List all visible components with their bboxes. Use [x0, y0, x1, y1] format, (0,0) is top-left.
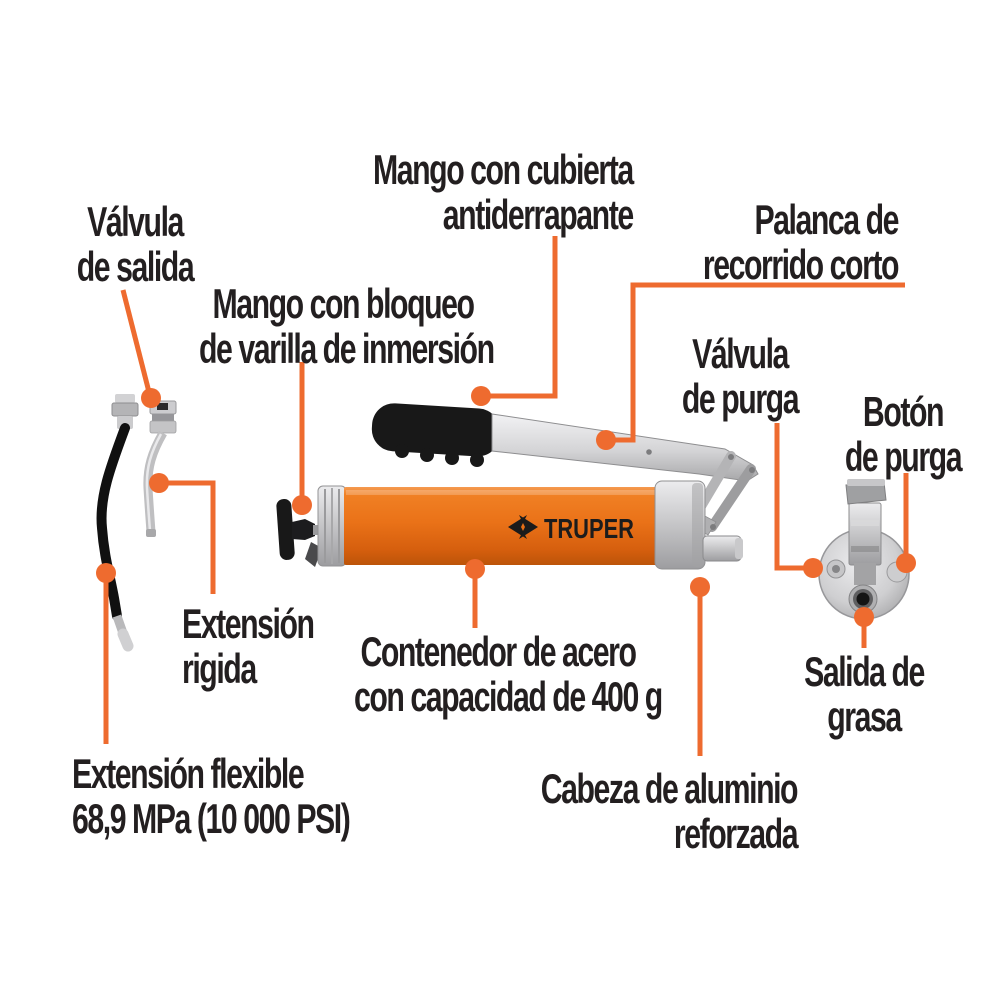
leader-palanca [610, 282, 905, 443]
leader-dot [596, 430, 616, 450]
label-line: Cabeza de aluminio [540, 765, 799, 812]
rigid-extension-illustration [143, 400, 177, 537]
leader-dot [690, 577, 710, 597]
flexible-hose-body [96, 423, 130, 621]
label-extension-rigida: Extensión rigida [182, 600, 315, 692]
steel-barrel [344, 487, 660, 565]
label-valvula-purga: Válvula de purga [596, 331, 884, 421]
truper-logo-icon [508, 515, 538, 539]
label-line: Válvula [692, 330, 789, 377]
leader-valvula-purga [774, 423, 810, 571]
plunger-t-handle [276, 498, 321, 560]
label-line: de varilla de inmersión [199, 325, 495, 372]
hose-top-fitting [115, 394, 135, 403]
leader-dot [803, 558, 823, 578]
label-line: Extensión [182, 600, 315, 647]
handle-grip [371, 403, 500, 467]
label-mango-cubierta: Mango con cubierta antiderrapante [373, 146, 634, 238]
label-line: Mango con cubierta [373, 146, 634, 193]
leader-dot [465, 559, 485, 579]
label-line: reforzada [673, 810, 799, 857]
leader-mango-cubierta [486, 236, 558, 399]
grease-gun-illustration: TRUPER [276, 403, 759, 570]
truper-logo: TRUPER [508, 513, 634, 544]
label-cabeza: Cabeza de aluminio reforzada [540, 765, 799, 857]
label-line: de purga [681, 375, 800, 422]
leader-dot [471, 386, 491, 406]
leader-dot [896, 553, 916, 573]
purge-valve-body [848, 502, 882, 566]
label-valvula-salida: Válvula de salida [0, 199, 279, 289]
label-line: Extensión flexible [72, 750, 305, 797]
leader-valvula-salida [120, 289, 153, 397]
label-line: Mango con bloqueo [212, 280, 475, 327]
leader-dot [96, 563, 116, 583]
label-contenedor: Contenedor de acero con capacidad de 400… [354, 628, 663, 720]
label-mango-bloqueo: Mango con bloqueo de varilla de inmersió… [199, 280, 495, 372]
leader-dot [854, 607, 874, 627]
leader-dot [292, 495, 312, 515]
label-line: Contenedor de acero [360, 628, 637, 675]
label-line: rigida [182, 645, 257, 692]
label-salida-grasa: Salida de grasa [720, 649, 1000, 739]
leader-extension-rigida [161, 480, 216, 594]
label-line: grasa [827, 693, 902, 740]
label-line: 68,9 MPa (10 000 PSI) [72, 795, 351, 842]
flexible-hose-illustration [96, 394, 139, 652]
leader-dot [141, 388, 161, 408]
leader-dot [149, 473, 169, 493]
label-extension-flexible: Extensión flexible 68,9 MPa (10 000 PSI) [72, 750, 351, 842]
label-line: de purga [844, 433, 963, 480]
label-line: con capacidad de 400 g [354, 673, 663, 720]
label-line: Válvula [87, 198, 184, 245]
truper-logo-text: TRUPER [544, 513, 634, 544]
label-palanca: Palanca de recorrido corto [702, 196, 900, 288]
label-line: Palanca de [754, 196, 899, 243]
label-boton-purga: Botón de purga [759, 389, 1000, 479]
label-line: Salida de [804, 648, 925, 695]
label-line: de salida [76, 243, 195, 290]
leader-dots [96, 386, 916, 627]
head-flange-illustration [818, 479, 910, 620]
label-line: recorrido corto [702, 241, 900, 288]
leader-lines [103, 236, 909, 756]
label-line: Botón [862, 388, 945, 435]
label-line: antiderrapante [443, 191, 634, 238]
